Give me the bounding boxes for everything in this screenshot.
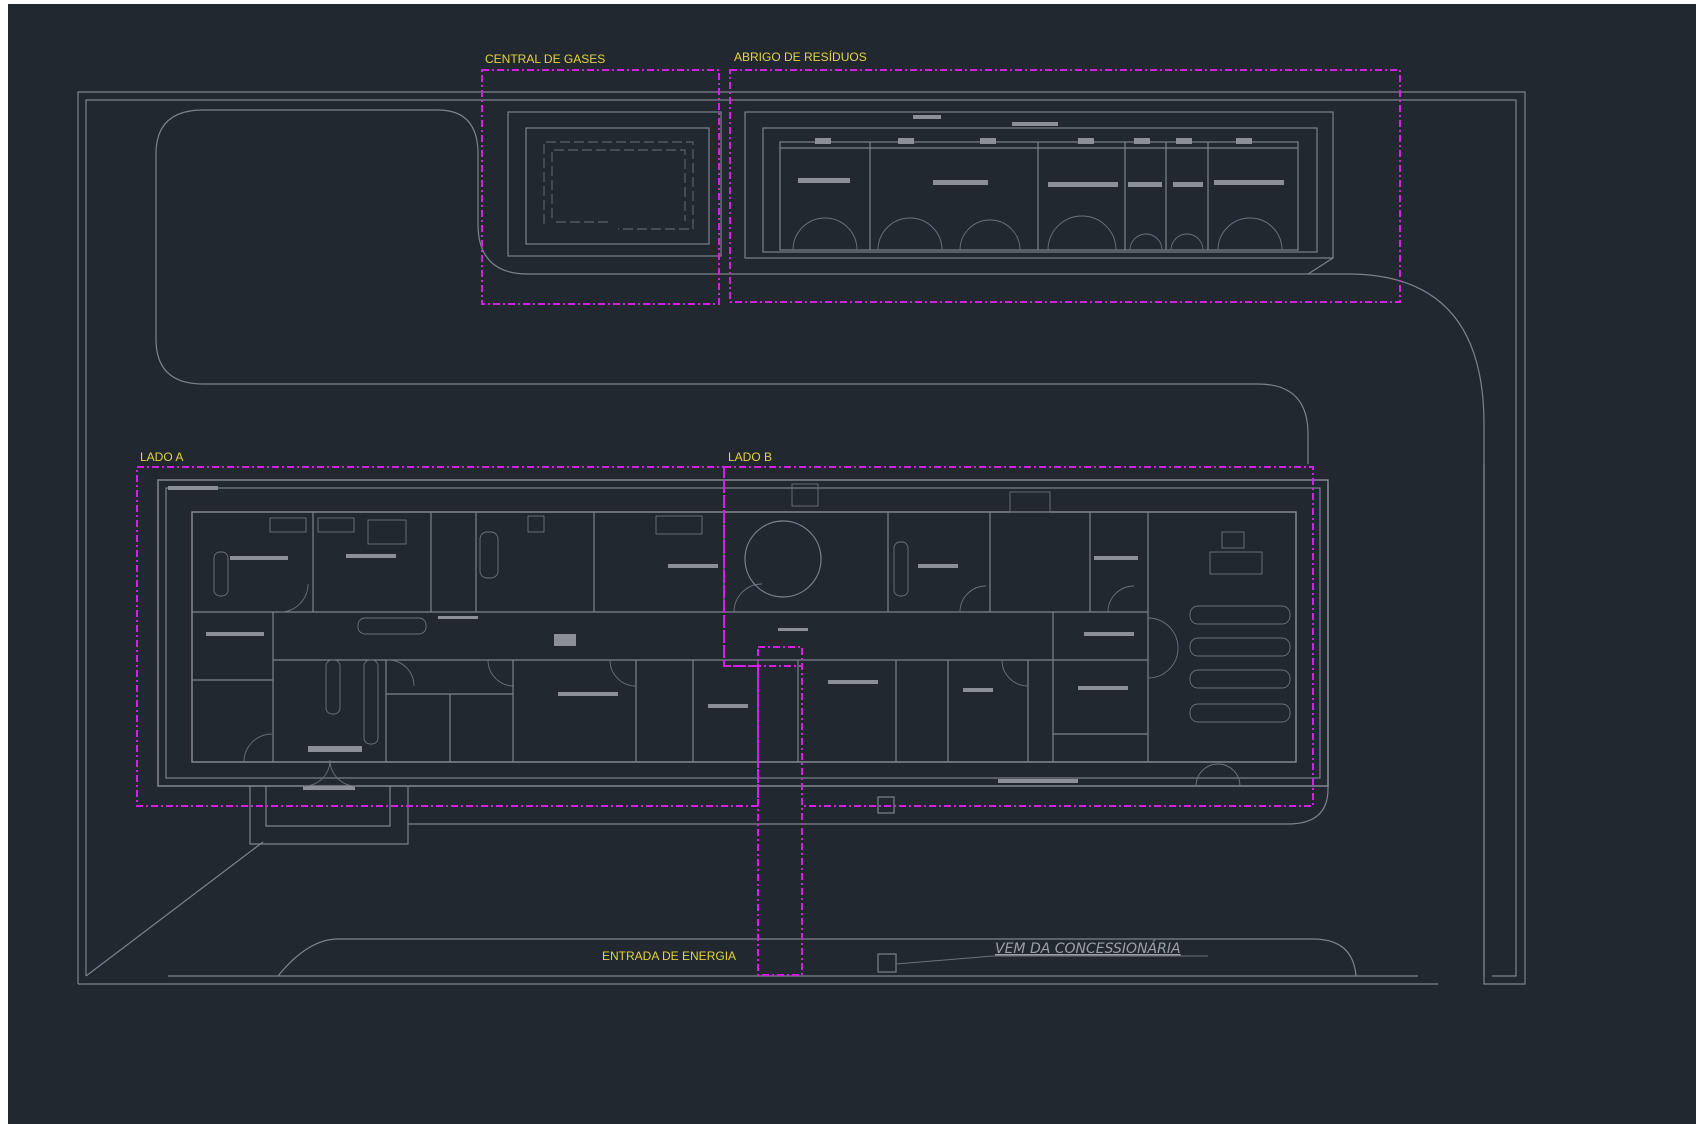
zone-lado-b[interactable] (723, 466, 1314, 807)
cad-drawing-area[interactable]: CENTRAL DE GASES ABRIGO DE RESÍDUOS LADO… (8, 4, 1696, 1124)
zone-entrada-de-energia[interactable] (757, 646, 803, 976)
label-entrada-de-energia: ENTRADA DE ENERGIA (602, 949, 736, 963)
zone-abrigo-de-residuos[interactable] (729, 69, 1401, 303)
label-vem-da-concessionaria: VEM DA CONCESSIONÁRIA (995, 940, 1181, 957)
label-lado-b: LADO B (728, 450, 772, 464)
waiting-chairs (325, 541, 909, 745)
seating-tables (1189, 605, 1291, 723)
access-road (85, 109, 1485, 977)
label-lado-a: LADO A (140, 450, 183, 464)
energy-service-line (877, 953, 1208, 973)
label-abrigo-de-residuos: ABRIGO DE RESÍDUOS (734, 49, 867, 64)
zone-central-de-gases[interactable] (481, 69, 720, 305)
zone-lado-a[interactable] (136, 466, 759, 807)
site-boundary (77, 91, 1526, 985)
main-building (157, 479, 1329, 845)
site-plan-drawing: CENTRAL DE GASES ABRIGO DE RESÍDUOS LADO… (77, 49, 1526, 985)
label-central-de-gases: CENTRAL DE GASES (485, 52, 605, 66)
waste-shelter-structure (744, 111, 1334, 275)
gas-central-structure (507, 111, 722, 257)
